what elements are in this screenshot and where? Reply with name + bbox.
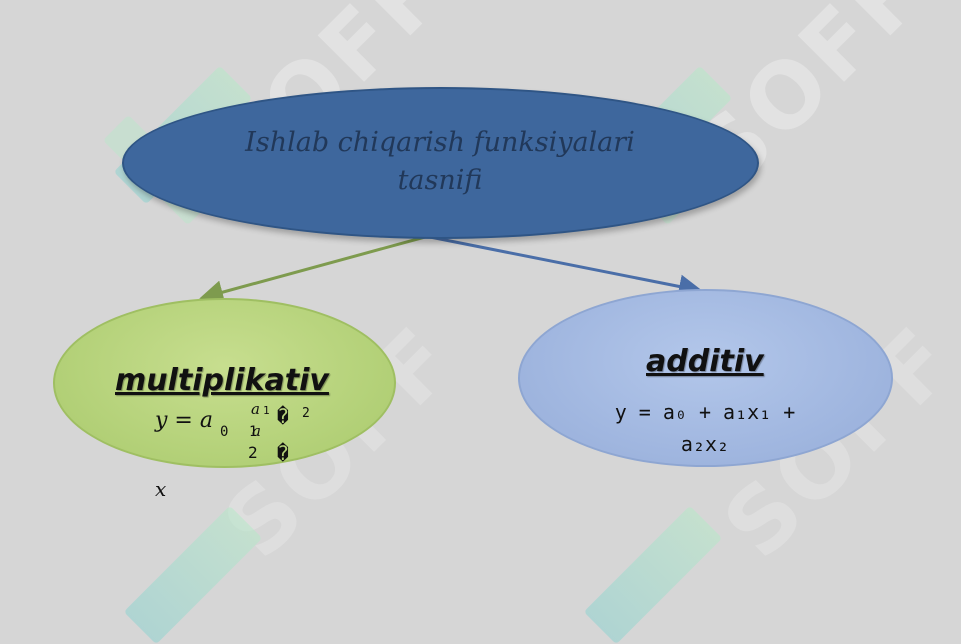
multiplikativ-node <box>53 298 396 468</box>
formula-sub-0: 0 <box>220 424 229 440</box>
connector-arrows <box>199 235 703 304</box>
root-node <box>122 87 759 239</box>
arrow-to-additiv <box>429 235 703 299</box>
additiv-formula: y = a₀ + a₁x₁ + a₂x₂ <box>560 396 850 460</box>
formula-x-sub-1: 1 <box>249 424 258 440</box>
additiv-formula-line-2: a₂x₂ <box>680 432 730 456</box>
root-title-line-2: tasnifi <box>397 165 483 196</box>
additiv-formula-line-1: y = a₀ + a₁x₁ + <box>614 400 796 424</box>
formula-glyph-2: � <box>277 441 290 465</box>
arrow-to-multiplikativ <box>199 235 426 304</box>
formula-exp-a-sub: 1 <box>263 404 270 417</box>
multiplikativ-heading: multiplikativ <box>115 363 329 398</box>
formula-tail-x: x <box>155 477 167 501</box>
formula-main: y = a <box>155 408 213 433</box>
root-title-line-1: Ishlab chiqarish funksiyalari <box>245 127 635 158</box>
root-node-title: Ishlab chiqarish funksiyalari tasnifi <box>190 124 690 200</box>
additiv-heading: additiv <box>646 344 764 379</box>
formula-glyph-1: � <box>277 404 290 428</box>
formula-num-2: 2 <box>248 443 258 462</box>
formula-under-a: a <box>252 422 261 440</box>
formula-exp-2: 2 <box>302 406 310 421</box>
additiv-node <box>518 289 893 467</box>
formula-exp-a: a <box>251 400 260 418</box>
